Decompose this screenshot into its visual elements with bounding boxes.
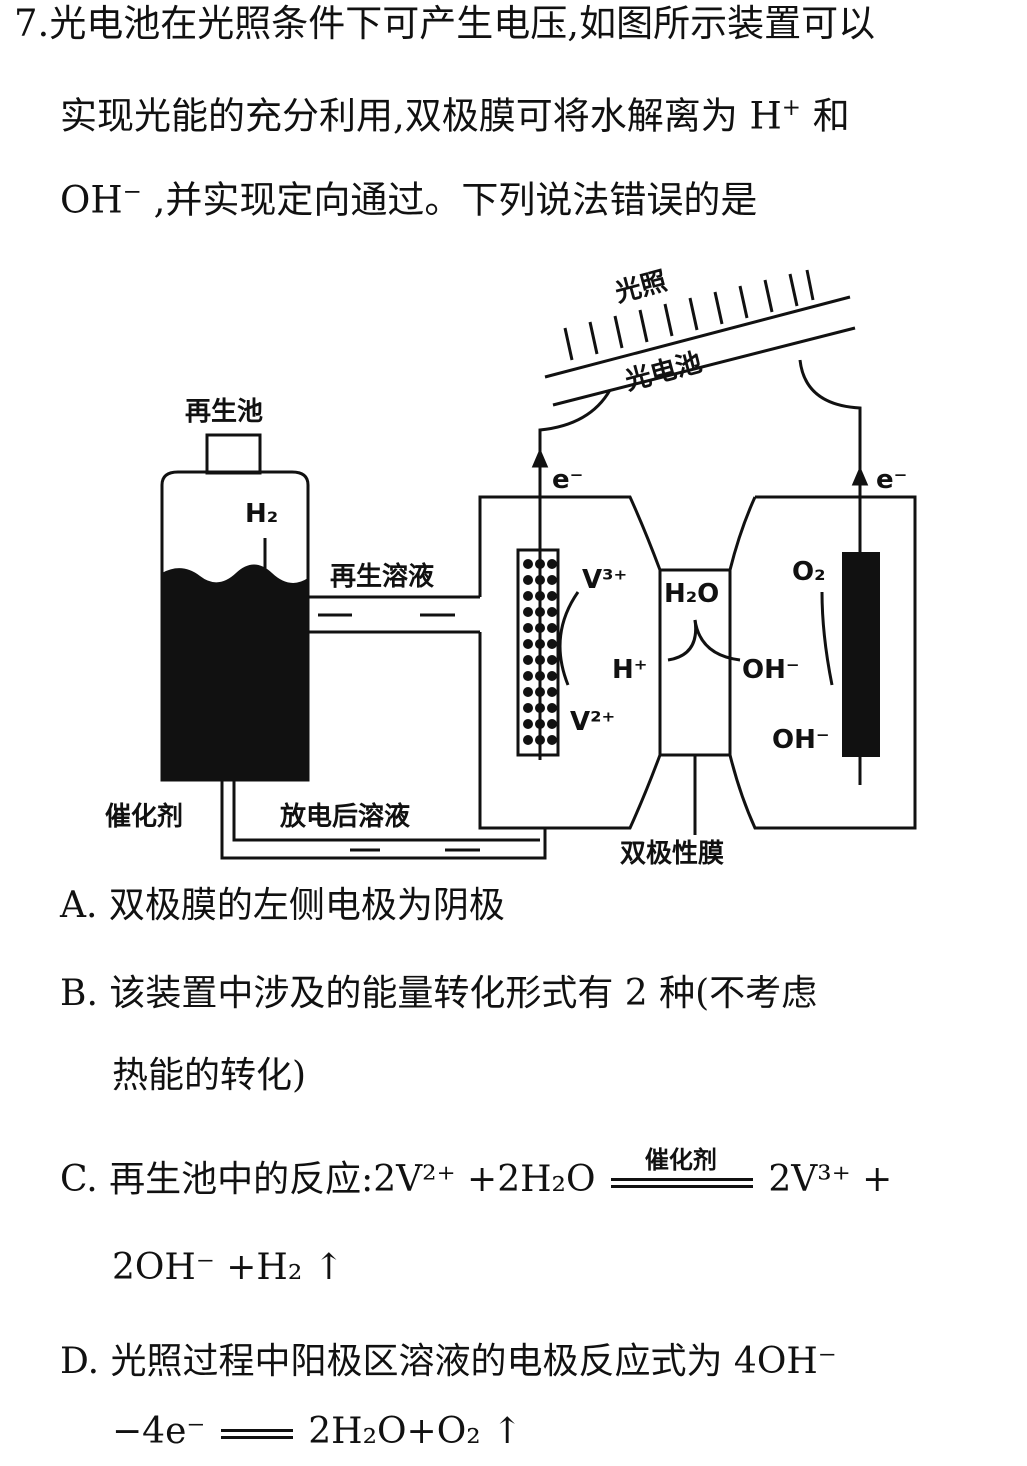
question-text-3: OH <box>60 178 123 222</box>
option-c-line-1: C. 再生池中的反应:2V²⁺ +2H₂O 催化剂 2V³⁺ + <box>60 1146 893 1202</box>
label-regen-tank: 再生池 <box>185 397 263 427</box>
v3-to-v2-arrow <box>558 591 580 686</box>
option-d-right: 2H₂O+O₂ ↑ <box>308 1411 523 1452</box>
question-text-3b: ,并实现定向通过。下列说法错误的是 <box>141 178 758 222</box>
option-c-left: C. 再生池中的反应:2V²⁺ +2H₂O <box>60 1159 596 1200</box>
question-line-2: 实现光能的充分利用,双极膜可将水解离为 H+ 和 <box>60 86 850 138</box>
option-c-line-2: 2OH⁻ +H₂ ↑ <box>112 1247 344 1288</box>
label-oh-right: OH⁻ <box>772 725 830 755</box>
regen-tank-cap <box>205 433 262 475</box>
option-c-right: 2V³⁺ + <box>768 1159 893 1200</box>
option-d-left: −4e⁻ <box>112 1411 206 1452</box>
question-line-1: 7.光电池在光照条件下可产生电压,如图所示装置可以 <box>14 2 875 46</box>
label-h2: H₂ <box>245 499 278 529</box>
question-text-1: 光电池在光照条件下可产生电压,如图所示装置可以 <box>49 2 876 45</box>
oh-minus-sup: − <box>122 179 142 205</box>
label-v2: V²⁺ <box>570 707 615 737</box>
label-discharged-solution: 放电后溶液 <box>279 801 410 832</box>
oh-to-o2-arrow <box>820 591 834 686</box>
return-pipe-inner <box>232 780 540 842</box>
h-plus-sup: + <box>781 95 802 121</box>
wire-right <box>798 359 862 785</box>
option-d-line-2: −4e⁻ 2H₂O+O₂ ↑ <box>112 1410 522 1454</box>
label-h2o: H₂O <box>664 579 719 609</box>
label-membrane: 双极性膜 <box>620 839 724 869</box>
equals-sign <box>217 1419 297 1449</box>
catalyst-label: 催化剂 <box>644 1146 717 1174</box>
light-arrows <box>563 269 815 361</box>
option-b-line-1: B. 该装置中涉及的能量转化形式有 2 种(不考虑 <box>60 973 818 1014</box>
left-electrode <box>516 548 560 757</box>
regen-tank-body <box>160 470 310 782</box>
label-electron-left: e⁻ <box>552 465 583 495</box>
label-v3: V³⁺ <box>582 565 627 595</box>
h-plus-arrow <box>667 619 698 662</box>
option-d-line-1: D. 光照过程中阳极区溶液的电极反应式为 4OH⁻ <box>60 1341 837 1382</box>
left-electrode-dots <box>523 559 557 745</box>
label-regen-solution: 再生溶液 <box>330 561 434 592</box>
question-text-2: 实现光能的充分利用,双极膜可将水解离为 H <box>60 94 782 138</box>
option-a: A. 双极膜的左侧电极为阴极 <box>60 885 505 926</box>
photocell-bottom-line <box>552 326 856 407</box>
label-oh-mid: OH⁻ <box>742 655 800 685</box>
label-h-plus: H⁺ <box>612 655 647 685</box>
question-text-2b: 和 <box>801 94 850 138</box>
label-catalyst: 催化剂 <box>105 802 183 832</box>
oh-minus-arrow <box>693 619 741 662</box>
electron-left-arrowhead <box>531 448 549 468</box>
question-number: 7. <box>14 2 50 45</box>
equals-sign-catalyst: 催化剂 <box>607 1146 757 1202</box>
label-electron-right: e⁻ <box>876 465 907 495</box>
question-line-3: OH− ,并实现定向通过。下列说法错误的是 <box>60 170 757 222</box>
electron-right-arrowhead <box>851 466 869 486</box>
photocell-top-line <box>544 295 851 379</box>
electrolysis-diagram: 光照 光电池 再生池 H₂ 再生溶液 催化剂 放电后溶液 e⁻ e⁻ V³⁺ V… <box>105 266 917 869</box>
regen-tank-solution <box>162 564 308 780</box>
wire-left <box>538 389 612 760</box>
right-electrode <box>842 552 880 757</box>
option-b-line-2: 热能的转化) <box>112 1055 307 1096</box>
label-o2: O₂ <box>792 557 826 587</box>
label-light: 光照 <box>611 266 670 309</box>
return-pipe-outer <box>220 780 547 860</box>
